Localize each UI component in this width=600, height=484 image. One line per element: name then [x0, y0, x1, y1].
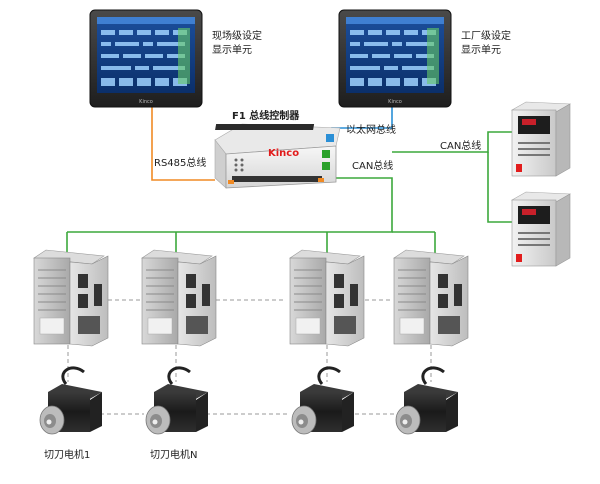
hmi-right-label-line2: 显示单元 [461, 45, 501, 56]
hmi-left-label-line2: 显示单元 [212, 45, 252, 56]
inverter-top [510, 101, 572, 177]
f1-controller: Kinco [214, 123, 341, 189]
can-bus-inverters [392, 131, 512, 223]
controller-brand: Kinco [268, 148, 299, 159]
hmi-left-brand: Kinco [139, 99, 153, 105]
drive-to-motor-links [67, 299, 432, 415]
rs485-line [151, 106, 215, 181]
inverter-bottom [510, 191, 572, 267]
motor-1-label: 切刀电机1 [44, 450, 91, 461]
hmi-left: Kinco [89, 9, 203, 108]
servo-drive-1 [33, 249, 109, 347]
servo-motor-1 [39, 366, 102, 435]
hmi-right-label-line1: 工厂级设定 [461, 31, 511, 42]
servo-motor-2 [145, 366, 208, 435]
ethernet-label: 以太网总线 [346, 125, 396, 136]
hmi-right-brand: Kinco [388, 99, 402, 105]
can-controller-label: CAN总线 [352, 161, 394, 172]
servo-drive-3 [289, 249, 365, 347]
controller-title: F1 总线控制器 [232, 111, 300, 122]
servo-motor-3 [291, 366, 354, 435]
hmi-right: Kinco [338, 9, 452, 108]
servo-drive-4 [393, 249, 469, 347]
hmi-left-label-line1: 现场级设定 [212, 31, 262, 42]
can-bus-main [66, 177, 436, 258]
rs485-label: RS485总线 [154, 158, 207, 169]
servo-drive-2 [141, 249, 217, 347]
motor-n-label: 切刀电机N [150, 450, 198, 461]
can-inverters-label: CAN总线 [440, 141, 482, 152]
servo-motor-4 [395, 366, 458, 435]
